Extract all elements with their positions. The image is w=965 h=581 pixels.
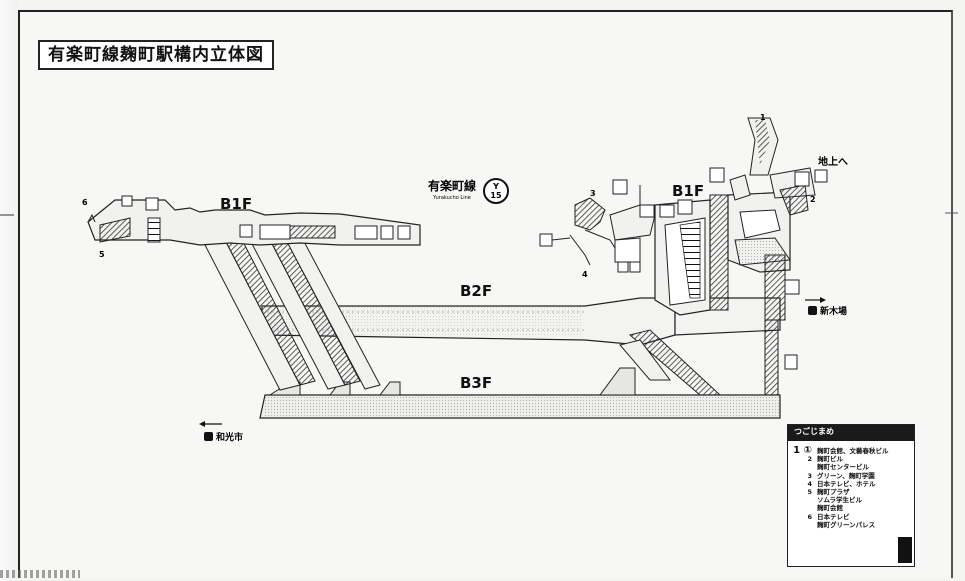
to-wakoshi: 和光市 [199, 421, 243, 443]
line-letter: Y [492, 182, 499, 191]
legend-item-text: 麹町会館、文藝春秋ビル [817, 447, 889, 455]
page-title: 有楽町線麹町駅構内立体図 [38, 40, 274, 70]
legend-item: 4 日本テレビ、ホテル [792, 480, 910, 488]
legend-item-number [792, 463, 817, 471]
to-ground-label: 地上へ [818, 155, 848, 168]
legend-item-number [792, 496, 817, 504]
legend-item-number [792, 504, 817, 512]
right-station-complex [539, 117, 828, 396]
legend-item-number: 4 [807, 479, 812, 488]
legend-panel: つごじまめ 1 ① 麹町会館、文藝春秋ビル 2 麹町ビル 麹町センタービル 3 グリー… [787, 424, 915, 567]
legend-item-text: 麹町センタービル [817, 463, 869, 472]
legend-item-text: 麹町ビル [817, 455, 843, 464]
legend-item-number: 5 [807, 488, 812, 497]
exit-3-label: 3 [590, 189, 596, 198]
floor-label-b1f-left: B1F [220, 195, 252, 213]
legend-item: ソムラ学生ビル [792, 496, 910, 504]
legend-item: 3 グリーン、麹町学園 [792, 472, 910, 480]
legend-item-text: 麹町プラザ [817, 488, 850, 497]
legend-item-number: 6 [807, 512, 812, 521]
legend-item-text: 日本テレビ、ホテル [817, 479, 876, 488]
legend-item-text: 麹町グリーンパレス [817, 520, 876, 529]
legend-item-number: 2 [807, 455, 812, 464]
exit-5-label: 5 [99, 250, 105, 259]
legend-item: 2 麹町ビル [792, 455, 910, 463]
legend-item-number [792, 521, 817, 529]
legend-heading: つごじまめ [788, 425, 914, 441]
legend-item-number: 3 [807, 471, 812, 480]
legend-marker-block [898, 537, 912, 563]
legend-item-number: 1 ① [793, 445, 812, 456]
legend-item-text: 日本テレビ [817, 512, 850, 521]
legend-list: 1 ① 麹町会館、文藝春秋ビル 2 麹町ビル 麹町センタービル 3 グリーン、麹町学園… [788, 441, 914, 529]
legend-item: 1 ① 麹町会館、文藝春秋ビル [792, 445, 910, 456]
exit-1-label: 1 [760, 113, 766, 122]
b3f-platform [259, 367, 781, 419]
line-name-jp: 有楽町線 [428, 178, 476, 193]
left-escalator-shafts [204, 231, 381, 391]
floor-label-b1f-right: B1F [672, 182, 704, 200]
legend-item-text: グリーン、麹町学園 [817, 471, 875, 480]
floor-label-b2f: B2F [460, 282, 492, 300]
exit-2-label: 2 [810, 195, 816, 204]
line-name-en: Yurakucho Line [432, 195, 471, 201]
floor-label-b3f: B3F [460, 374, 492, 392]
legend-item: 麹町会館 [792, 504, 910, 512]
to-shinkiba: 新木場 [805, 297, 847, 317]
scan-artifact [0, 570, 80, 578]
line-badge: Y 15 有楽町線 Yurakucho Line [428, 178, 509, 204]
legend-item: 麹町グリーンパレス [792, 521, 910, 529]
legend-item: 麹町センタービル [792, 463, 910, 471]
exit-4-label: 4 [582, 270, 588, 279]
legend-item-text: ソムラ学生ビル [817, 496, 863, 505]
exit-6-label: 6 [82, 198, 88, 207]
legend-item: 6 日本テレビ [792, 513, 910, 521]
scan-edge [0, 0, 18, 581]
legend-item: 5 麹町プラザ [792, 488, 910, 496]
to-wakoshi-label: 和光市 [215, 431, 243, 443]
to-shinkiba-label: 新木場 [820, 305, 847, 317]
legend-item-text: 麹町会館 [817, 504, 843, 513]
station-number: 15 [490, 191, 502, 200]
left-b1f-concourse [87, 195, 421, 246]
